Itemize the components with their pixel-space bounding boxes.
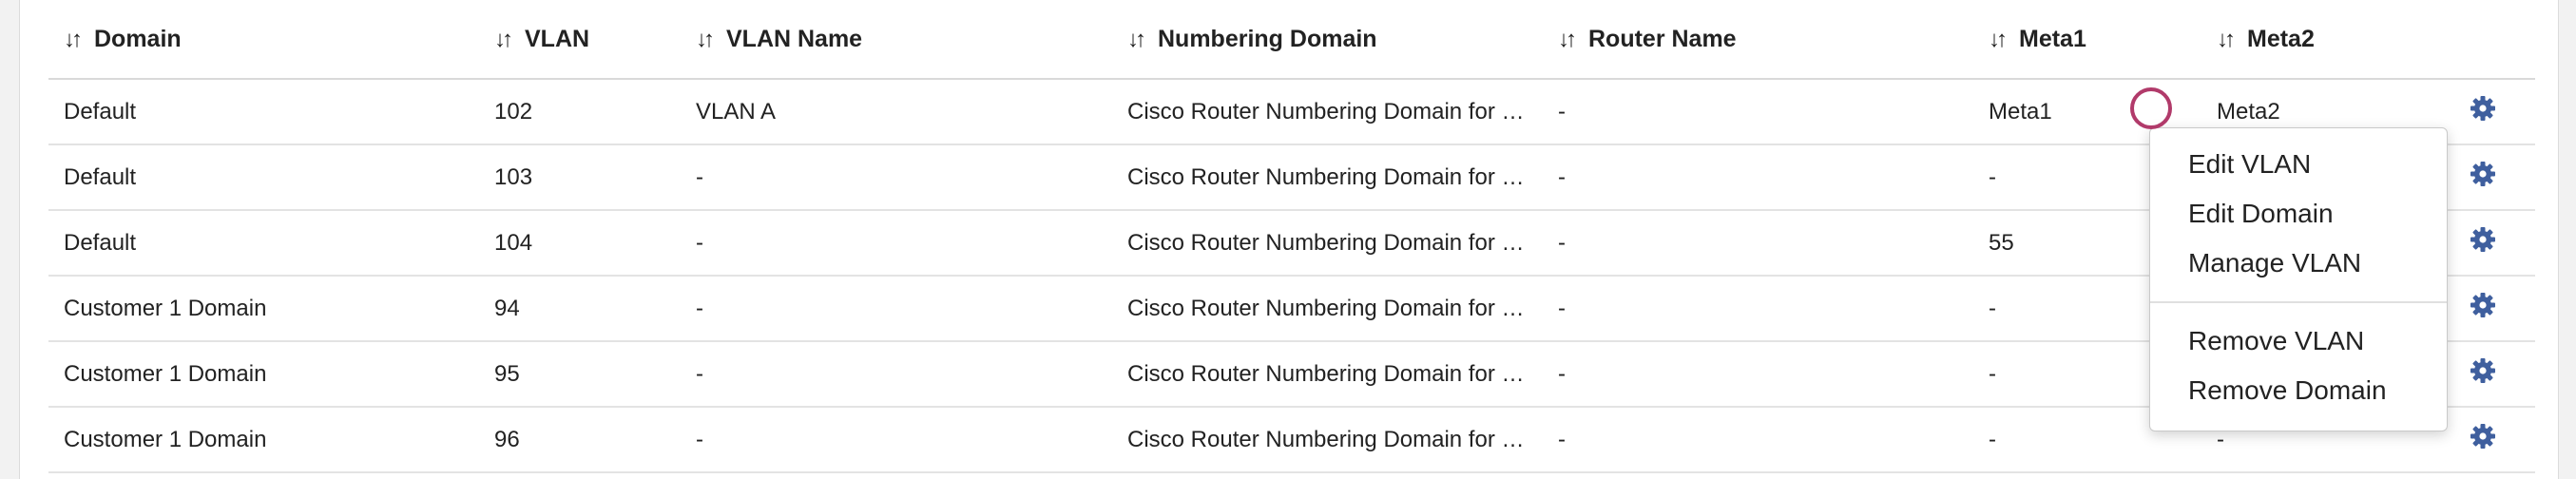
cell-numbering-domain: Cisco Router Numbering Domain for … — [1112, 276, 1543, 342]
table-row[interactable]: Customer 1 Domain 94 - Cisco Router Numb… — [48, 276, 2535, 342]
column-header-vlan-name[interactable]: ↓↑VLAN Name — [681, 0, 1112, 80]
gear-icon[interactable] — [2470, 293, 2495, 317]
cell-domain: Default — [48, 144, 479, 211]
menu-item-edit-domain[interactable]: Edit Domain — [2188, 199, 2334, 228]
table-row[interactable]: Default 102 VLAN A Cisco Router Numberin… — [48, 79, 2535, 145]
cell-domain: Default — [48, 79, 479, 145]
column-header-domain[interactable]: ↓↑Domain — [48, 0, 479, 80]
cell-domain: Default — [48, 210, 479, 277]
column-header-meta1[interactable]: ↓↑Meta1 — [1973, 0, 2201, 80]
cell-router-name: - — [1543, 276, 1973, 342]
sort-icon: ↓↑ — [696, 26, 715, 52]
cell-vlan-name: - — [681, 276, 1112, 342]
row-actions-context-menu: Edit VLAN Edit Domain Manage VLAN Remove… — [2149, 127, 2448, 431]
cell-router-name: - — [1543, 210, 1973, 277]
sort-icon: ↓↑ — [1989, 26, 2008, 52]
gear-icon[interactable] — [2470, 227, 2495, 252]
cell-numbering-domain: Cisco Router Numbering Domain for … — [1112, 144, 1543, 211]
cell-vlan-name: - — [681, 210, 1112, 277]
sort-icon: ↓↑ — [1127, 26, 1146, 52]
cell-domain: Customer 1 Domain — [48, 276, 479, 342]
cell-vlan: 96 — [479, 407, 681, 473]
column-header-vlan[interactable]: ↓↑VLAN — [479, 0, 681, 80]
gear-icon[interactable] — [2470, 358, 2495, 383]
cell-vlan: 94 — [479, 276, 681, 342]
vlan-panel: ↓↑Domain ↓↑VLAN ↓↑VLAN Name ↓↑Numbering … — [19, 0, 2559, 479]
cell-numbering-domain: Cisco Router Numbering Domain for … — [1112, 210, 1543, 277]
sort-icon: ↓↑ — [1558, 26, 1577, 52]
column-header-router-name[interactable]: ↓↑Router Name — [1543, 0, 1973, 80]
cell-numbering-domain: Cisco Router Numbering Domain for … — [1112, 79, 1543, 145]
menu-item-manage-vlan[interactable]: Manage VLAN — [2188, 248, 2362, 278]
gear-icon[interactable] — [2470, 96, 2495, 121]
cell-vlan-name: - — [681, 144, 1112, 211]
column-header-meta2[interactable]: ↓↑Meta2 — [2201, 0, 2430, 80]
menu-item-remove-domain[interactable]: Remove Domain — [2188, 375, 2387, 405]
cell-vlan: 102 — [479, 79, 681, 145]
cell-vlan-name: - — [681, 407, 1112, 473]
cell-vlan-name: - — [681, 341, 1112, 408]
menu-divider — [2150, 301, 2447, 303]
cell-vlan: 95 — [479, 341, 681, 408]
cell-router-name: - — [1543, 144, 1973, 211]
cell-router-name: - — [1543, 341, 1973, 408]
table-row[interactable]: Customer 1 Domain 96 - Cisco Router Numb… — [48, 407, 2535, 473]
cell-vlan: 104 — [479, 210, 681, 277]
sort-icon: ↓↑ — [2217, 26, 2236, 52]
cell-domain: Customer 1 Domain — [48, 341, 479, 408]
table-header-row: ↓↑Domain ↓↑VLAN ↓↑VLAN Name ↓↑Numbering … — [48, 0, 2535, 80]
cell-router-name: - — [1543, 79, 1973, 145]
cell-numbering-domain: Cisco Router Numbering Domain for … — [1112, 407, 1543, 473]
cell-router-name: - — [1543, 407, 1973, 473]
cell-domain: Customer 1 Domain — [48, 407, 479, 473]
column-header-actions — [2430, 0, 2535, 80]
cell-vlan-name: VLAN A — [681, 79, 1112, 145]
column-header-numbering-domain[interactable]: ↓↑Numbering Domain — [1112, 0, 1543, 80]
menu-item-remove-vlan[interactable]: Remove VLAN — [2188, 326, 2365, 355]
cell-numbering-domain: Cisco Router Numbering Domain for … — [1112, 341, 1543, 408]
gear-icon[interactable] — [2470, 162, 2495, 186]
cell-vlan: 103 — [479, 144, 681, 211]
sort-icon: ↓↑ — [64, 26, 83, 52]
menu-item-edit-vlan[interactable]: Edit VLAN — [2188, 149, 2312, 179]
click-indicator — [2130, 87, 2172, 129]
sort-icon: ↓↑ — [494, 26, 513, 52]
gear-icon[interactable] — [2470, 424, 2495, 449]
